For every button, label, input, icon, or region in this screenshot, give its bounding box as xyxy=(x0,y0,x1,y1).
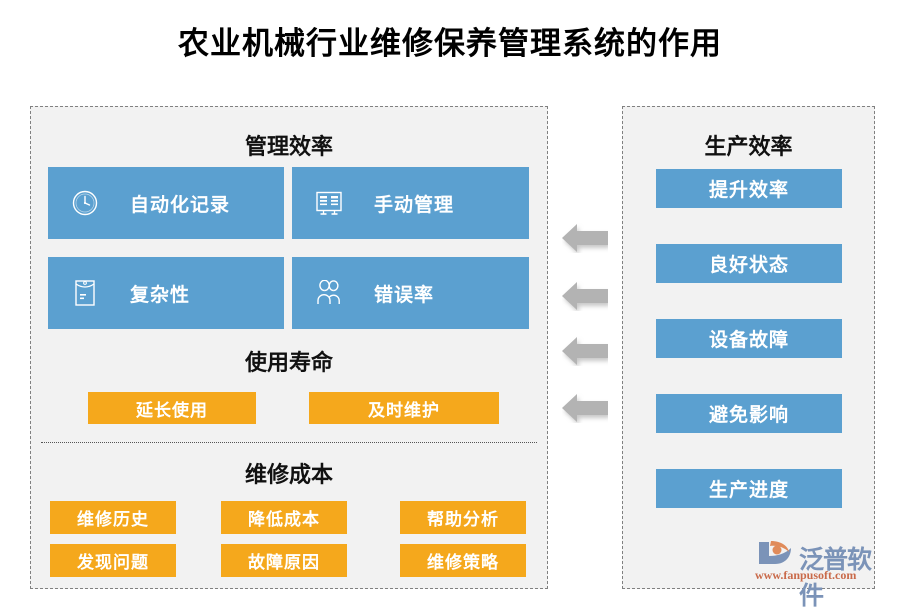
clock-icon xyxy=(70,188,100,218)
lifespan-button-extend-use[interactable]: 延长使用 xyxy=(88,392,256,424)
feature-box-label: 错误率 xyxy=(374,284,435,306)
cost-button-repair-strategy[interactable]: 维修策略 xyxy=(400,544,526,577)
feature-box-manual-management[interactable]: 手动管理 xyxy=(292,167,529,239)
flow-arrow-left-3 xyxy=(562,336,608,366)
feature-box-complexity[interactable]: 复杂性 xyxy=(48,257,284,329)
production-efficiency-panel: 生产效率 提升效率 良好状态 设备故障 避免影响 生产进度 xyxy=(622,106,875,589)
logo-brand-name: 泛普软件 xyxy=(799,547,872,610)
production-button-improve-efficiency[interactable]: 提升效率 xyxy=(656,169,842,208)
cost-button-failure-cause[interactable]: 故障原因 xyxy=(221,544,347,577)
lifespan-button-timely-maintenance[interactable]: 及时维护 xyxy=(309,392,499,424)
page-title: 农业机械行业维修保养管理系统的作用 xyxy=(178,26,722,61)
feature-box-automation-record[interactable]: 自动化记录 xyxy=(48,167,284,239)
flow-arrow-left-1 xyxy=(562,223,608,253)
section-heading-production-efficiency: 生产效率 xyxy=(704,134,793,159)
section-heading-management-efficiency: 管理效率 xyxy=(244,134,333,159)
feature-box-label: 手动管理 xyxy=(374,194,455,216)
form-card-icon xyxy=(314,188,344,218)
cost-button-reduce-cost[interactable]: 降低成本 xyxy=(221,501,347,534)
management-efficiency-panel: 管理效率 自动化记录 xyxy=(30,106,548,589)
cost-button-discover-issues[interactable]: 发现问题 xyxy=(50,544,176,577)
users-icon xyxy=(314,278,344,308)
production-button-avoid-impact[interactable]: 避免影响 xyxy=(656,394,842,433)
section-heading-maintenance-cost: 维修成本 xyxy=(244,462,333,487)
flow-arrow-left-2 xyxy=(562,281,608,311)
feature-box-label: 复杂性 xyxy=(130,284,191,306)
feature-box-error-rate[interactable]: 错误率 xyxy=(292,257,529,329)
envelope-document-icon xyxy=(70,278,100,308)
section-divider xyxy=(41,442,537,443)
production-button-equipment-failure[interactable]: 设备故障 xyxy=(656,319,842,358)
cost-button-repair-history[interactable]: 维修历史 xyxy=(50,501,176,534)
flow-arrow-left-4 xyxy=(562,393,608,423)
logo-website-url: www.fanpusoft.com xyxy=(755,568,857,582)
production-button-good-condition[interactable]: 良好状态 xyxy=(656,244,842,283)
cost-button-help-analysis[interactable]: 帮助分析 xyxy=(400,501,526,534)
section-heading-service-life: 使用寿命 xyxy=(244,350,333,375)
feature-box-label: 自动化记录 xyxy=(130,194,231,216)
fanpu-logo-mark-icon xyxy=(755,538,797,568)
production-button-production-schedule[interactable]: 生产进度 xyxy=(656,469,842,508)
brand-logo: 泛普软件 www.fanpusoft.com xyxy=(755,538,890,610)
